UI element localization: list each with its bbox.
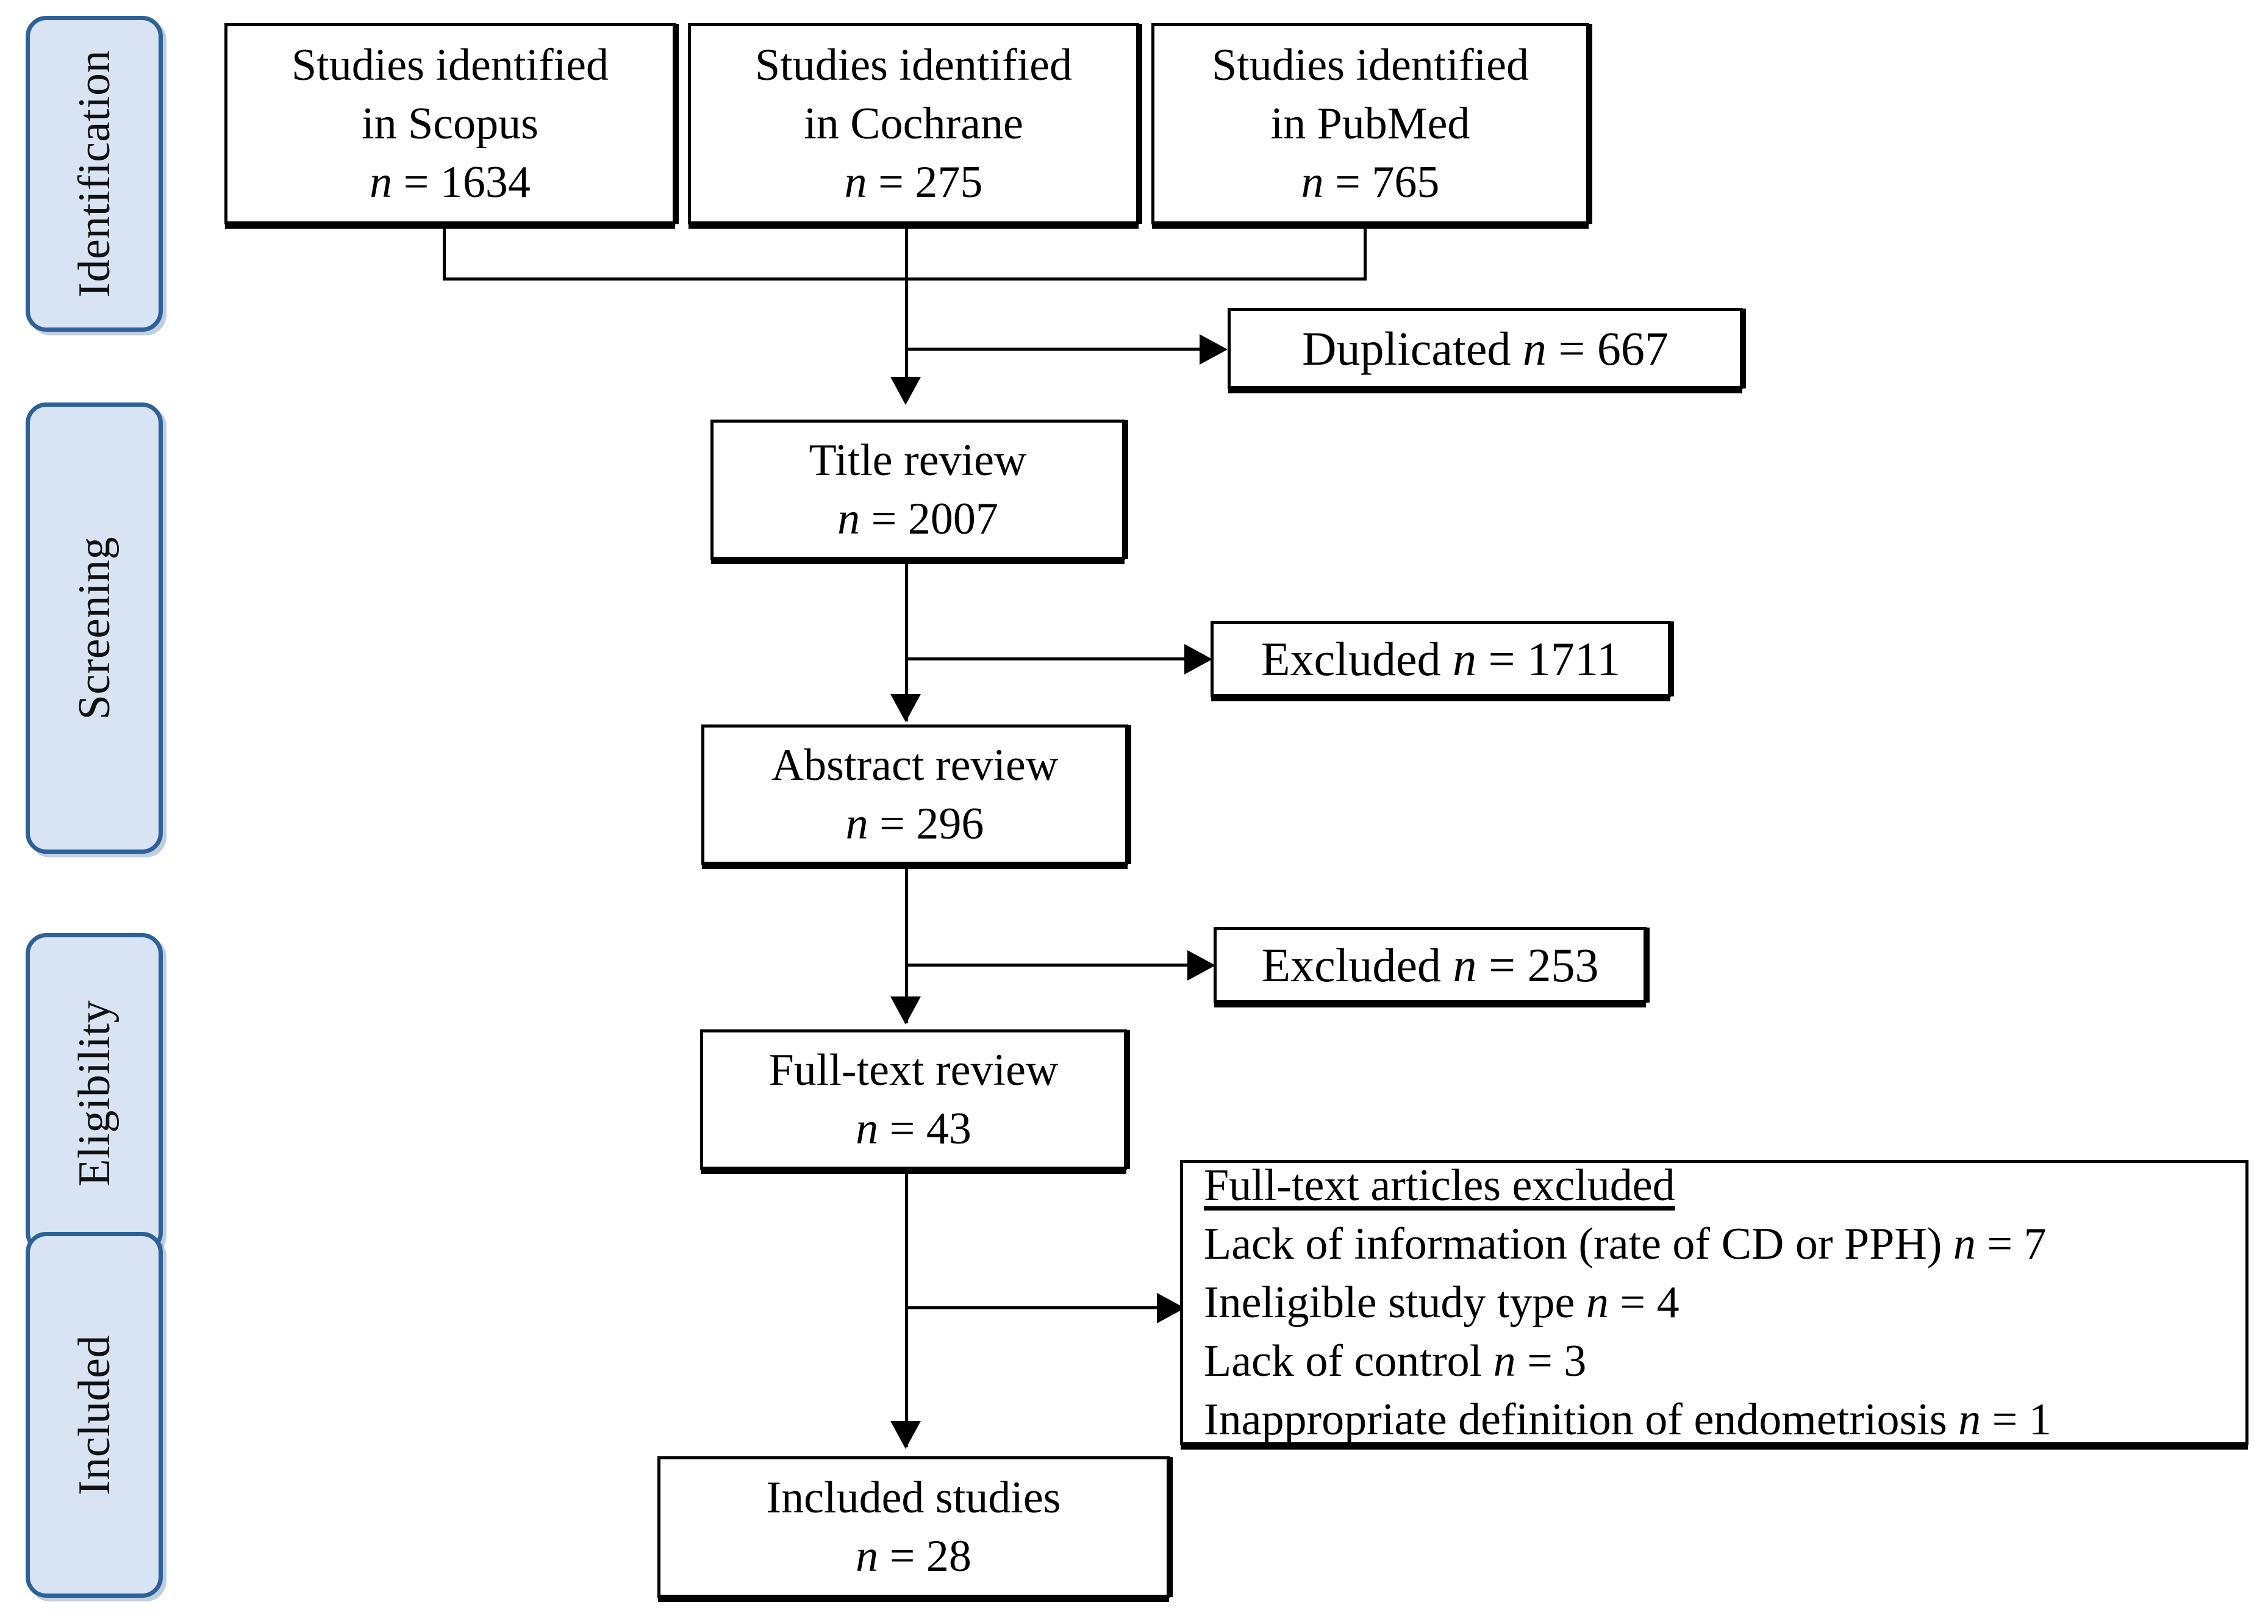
fulltext-review-label: Full-text review — [768, 1045, 1059, 1095]
excluded-reason-item-2: Ineligible study type n = 4 — [1204, 1277, 1680, 1328]
stage-chip-identification: Identification — [26, 16, 163, 332]
connector-trunk-to-title — [905, 277, 908, 378]
excluded-reason-item-4: Inappropriate definition of endometriosi… — [1204, 1395, 2052, 1445]
abstract-review-label: Abstract review — [771, 740, 1059, 790]
source-pubmed-line2: in PubMed — [1270, 98, 1470, 149]
arrow-to-title-review — [890, 377, 921, 405]
connector-to-excluded-title — [905, 657, 1186, 660]
excluded-reason-item-1: Lack of information (rate of CD or PPH) … — [1204, 1218, 2047, 1269]
excluded-reasons-heading: Full-text articles excluded — [1204, 1160, 1675, 1211]
connector-to-excluded-abstract — [905, 964, 1189, 967]
connector-scopus-drop — [443, 224, 446, 279]
connector-title-to-abstract — [905, 560, 908, 721]
fulltext-review-count: n = 43 — [856, 1104, 971, 1154]
node-source-cochrane: Studies identified in Cochrane n = 275 — [688, 23, 1139, 224]
stage-chip-included: Included — [26, 1232, 163, 1598]
arrow-to-duplicated — [1200, 334, 1228, 365]
included-studies-label: Included studies — [766, 1472, 1061, 1523]
source-pubmed-line1: Studies identified — [1212, 40, 1529, 90]
source-scopus-line2: in Scopus — [362, 98, 538, 149]
stage-label-identification: Identification — [69, 50, 120, 298]
arrow-to-abstract-review — [890, 694, 921, 722]
connector-to-excluded-reasons — [905, 1306, 1158, 1309]
source-cochrane-count: n = 275 — [844, 157, 983, 208]
connector-abstract-to-fulltext — [905, 865, 908, 1023]
node-included-studies: Included studies n = 28 — [657, 1456, 1170, 1598]
arrow-to-fulltext-review — [890, 996, 921, 1025]
node-source-scopus: Studies identified in Scopus n = 1634 — [224, 23, 676, 224]
node-title-review: Title review n = 2007 — [710, 420, 1125, 560]
source-cochrane-line1: Studies identified — [755, 40, 1072, 90]
arrow-to-excluded-abstract — [1187, 950, 1215, 981]
title-review-count: n = 2007 — [837, 494, 998, 544]
node-fulltext-excluded-reasons: Full-text articles excluded Lack of info… — [1180, 1160, 2248, 1445]
node-duplicated: Duplicated n = 667 — [1228, 308, 1743, 389]
stage-label-screening: Screening — [69, 536, 120, 720]
arrow-to-included-studies — [890, 1421, 921, 1449]
stage-chip-screening: Screening — [26, 402, 163, 854]
connector-to-duplicated — [905, 348, 1201, 351]
source-scopus-count: n = 1634 — [370, 157, 531, 208]
stage-label-eligibility: Eligibility — [69, 1000, 120, 1187]
duplicated-text: Duplicated n = 667 — [1302, 321, 1669, 375]
stage-label-included: Included — [69, 1334, 120, 1495]
source-cochrane-line2: in Cochrane — [804, 98, 1023, 149]
source-scopus-line1: Studies identified — [292, 40, 609, 90]
arrow-to-excluded-title — [1184, 644, 1212, 674]
connector-cochrane-drop — [905, 224, 908, 279]
included-studies-count: n = 28 — [856, 1531, 971, 1581]
title-review-label: Title review — [809, 435, 1027, 485]
source-pubmed-count: n = 765 — [1301, 157, 1440, 208]
abstract-review-count: n = 296 — [845, 799, 984, 849]
excluded-title-text: Excluded n = 1711 — [1261, 632, 1621, 685]
excluded-reason-item-3: Lack of control n = 3 — [1204, 1336, 1587, 1387]
connector-pubmed-drop — [1364, 224, 1367, 279]
node-abstract-review: Abstract review n = 296 — [701, 724, 1128, 865]
excluded-abstract-text: Excluded n = 253 — [1261, 938, 1599, 992]
node-excluded-title-review: Excluded n = 1711 — [1211, 621, 1671, 697]
node-source-pubmed: Studies identified in PubMed n = 765 — [1151, 23, 1589, 224]
stage-chip-eligibility: Eligibility — [26, 933, 163, 1253]
connector-sources-join-bar — [443, 277, 1367, 281]
node-fulltext-review: Full-text review n = 43 — [700, 1029, 1127, 1170]
node-excluded-abstract-review: Excluded n = 253 — [1214, 927, 1647, 1003]
